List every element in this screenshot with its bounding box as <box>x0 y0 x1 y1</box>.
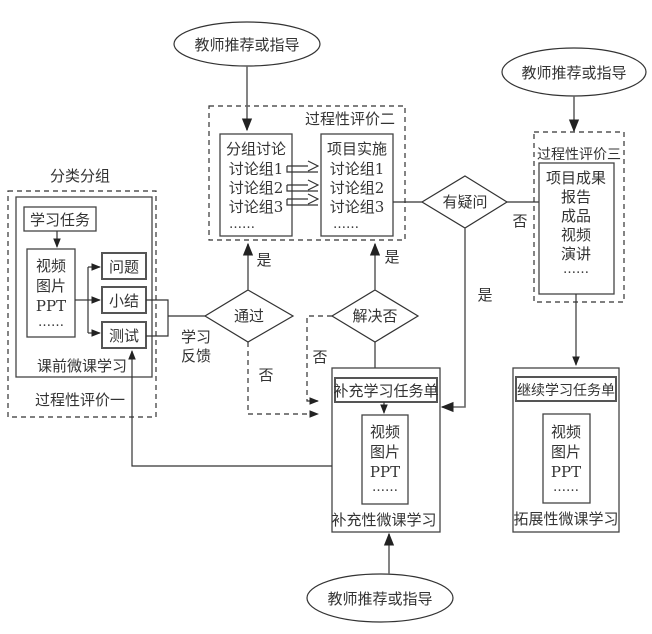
material: PPT <box>36 297 66 315</box>
material: 图片 <box>36 277 66 295</box>
extension-task-box <box>515 376 617 402</box>
project-item: …… <box>333 217 359 232</box>
pre-class-section: 分类分组 学习任务 视频 图片 PPT …… 问题 小结 测试 课前微课学习 过… <box>7 167 157 418</box>
eval3-dashed-frame <box>533 131 625 303</box>
extension-materials-box <box>542 413 591 504</box>
task-label: 学习任务 <box>30 211 90 229</box>
project-results-box <box>538 162 615 295</box>
no-label-doubt: 否 <box>512 212 527 230</box>
eval2-title: 过程性评价二 <box>305 110 395 128</box>
material: …… <box>372 480 398 495</box>
discussion-item: 讨论组1 <box>229 160 284 178</box>
material: 视频 <box>36 257 66 275</box>
yes-label-resolved: 是 <box>384 248 399 266</box>
material: 图片 <box>370 443 400 461</box>
material: 视频 <box>370 423 400 441</box>
supplement-section: 补充学习任务单 视频 图片 PPT …… 补充性微课学习 <box>331 367 441 533</box>
eval3-title: 过程性评价三 <box>537 147 621 163</box>
eval3-section: 过程性评价三 项目成果 报告 成品 视频 演讲 …… <box>533 96 625 303</box>
result-item: 项目成果 <box>546 169 606 187</box>
eval2-section: 过程性评价二 分组讨论 讨论组1 讨论组2 讨论组3 …… 项目实施 讨论组1 … <box>208 66 406 241</box>
supplement-caption: 补充性微课学习 <box>331 511 436 529</box>
output-box <box>101 321 147 349</box>
decision-pass: 通过 <box>203 289 295 343</box>
discussion-item: 讨论组3 <box>229 198 284 216</box>
feedback-label-2: 反馈 <box>181 347 211 365</box>
task-box <box>23 206 97 232</box>
teacher-node-top-label: 教师推荐或指导 <box>194 36 299 54</box>
teacher-node-bottom: 教师推荐或指导 <box>306 573 454 623</box>
teacher-node-top: 教师推荐或指导 <box>173 21 321 67</box>
pre-class-caption: 课前微课学习 <box>37 357 127 375</box>
teacher-node-bottom-label: 教师推荐或指导 <box>327 590 432 608</box>
supplement-task-box <box>334 377 438 403</box>
decision-resolved: 解决否 <box>330 289 420 343</box>
hollow-arrows <box>286 166 318 206</box>
group-title: 分类分组 <box>50 167 110 185</box>
supplement-task: 补充学习任务单 <box>333 382 438 400</box>
project-impl-box <box>320 133 394 237</box>
extension-task: 继续学习任务单 <box>517 382 615 399</box>
teacher-node-right-label: 教师推荐或指导 <box>521 64 626 82</box>
material: 视频 <box>551 423 581 441</box>
no-label-pass: 否 <box>258 366 273 384</box>
group-discussion-box <box>219 133 293 237</box>
discussion-item: 分组讨论 <box>226 140 286 158</box>
material: …… <box>38 315 64 330</box>
output-test: 测试 <box>109 327 139 345</box>
materials-box <box>26 248 76 338</box>
decision-resolved-label: 解决否 <box>352 307 397 325</box>
project-item: 讨论组1 <box>330 160 385 178</box>
result-item: …… <box>563 262 589 277</box>
yes-label-doubt: 是 <box>477 286 492 304</box>
result-item: 报告 <box>561 188 591 206</box>
eval2-dashed-frame <box>208 105 406 241</box>
decision-doubt: 有疑问 <box>420 175 509 229</box>
material: …… <box>553 480 579 495</box>
material: PPT <box>370 463 400 481</box>
output-question: 问题 <box>109 258 139 276</box>
output-summary: 小结 <box>109 292 139 310</box>
result-item: 演讲 <box>561 245 591 263</box>
decision-pass-label: 通过 <box>234 307 264 325</box>
project-item: 项目实施 <box>327 140 387 158</box>
discussion-item: 讨论组2 <box>229 179 284 197</box>
result-item: 视频 <box>561 226 591 244</box>
decision-doubt-label: 有疑问 <box>442 193 487 211</box>
no-label-resolved: 否 <box>312 348 327 366</box>
eval1-label: 过程性评价一 <box>35 391 125 409</box>
extension-section: 继续学习任务单 视频 图片 PPT …… 拓展性微课学习 <box>512 367 620 533</box>
output-box <box>101 252 147 280</box>
output-box <box>101 286 147 314</box>
teacher-node-right: 教师推荐或指导 <box>501 47 647 97</box>
eval1-dashed-frame <box>7 190 157 418</box>
extension-caption: 拓展性微课学习 <box>513 510 618 528</box>
discussion-item: …… <box>229 217 255 232</box>
yes-label-pass: 是 <box>256 251 271 269</box>
material: PPT <box>551 463 581 481</box>
project-item: 讨论组2 <box>330 179 385 197</box>
project-item: 讨论组3 <box>330 198 385 216</box>
supplement-materials-box <box>361 414 409 505</box>
feedback-label-1: 学习 <box>181 328 211 346</box>
result-item: 成品 <box>561 207 591 225</box>
material: 图片 <box>551 443 581 461</box>
